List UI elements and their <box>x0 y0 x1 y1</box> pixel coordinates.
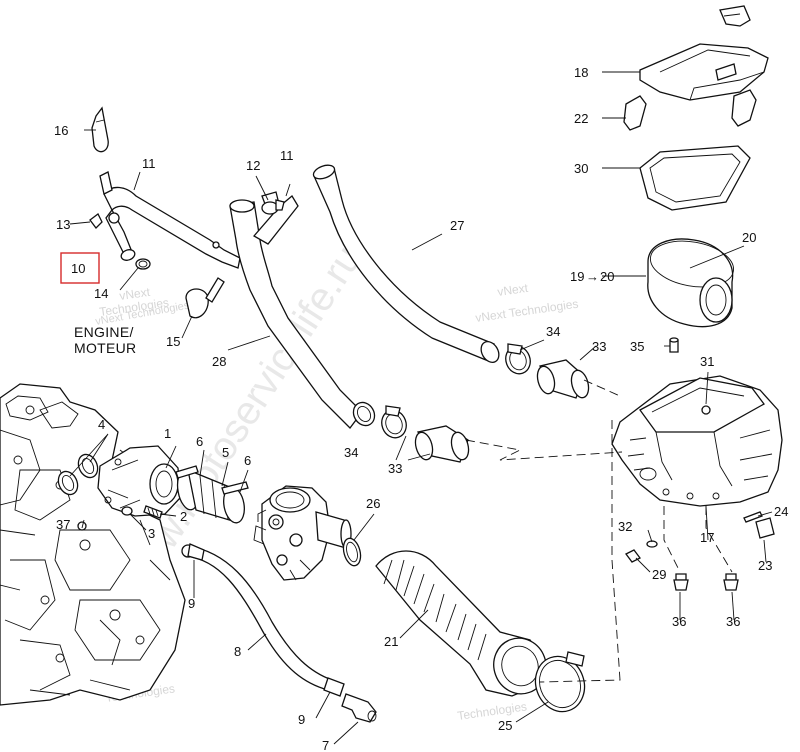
callout-32: 32 <box>618 519 632 534</box>
callout-1: 1 <box>164 426 171 441</box>
callout-33-bottom: 33 <box>388 461 402 476</box>
connectors-33 <box>414 359 590 463</box>
callout-17: 17 <box>700 530 714 545</box>
watermark-vendor-9: Technologies <box>456 699 527 723</box>
pin-and-grommet <box>743 511 775 539</box>
engine-label-line2: MOTEUR <box>74 340 136 356</box>
callout-25: 25 <box>498 718 512 733</box>
callout-37: 37 <box>56 517 70 532</box>
callout-9-bottom: 9 <box>298 712 305 727</box>
callout-12: 12 <box>246 158 260 173</box>
airbox <box>611 375 783 507</box>
clamp-12 <box>261 199 285 215</box>
watermark-vendor-4: vNext <box>496 281 529 299</box>
bolt-and-washer <box>121 505 163 519</box>
carburetor <box>253 485 352 581</box>
callout-4: 4 <box>98 417 105 432</box>
callout-19: 19 <box>570 269 584 284</box>
callout-20-bottom: 20 <box>600 269 614 284</box>
callout-31: 31 <box>700 354 714 369</box>
callout-6-left: 6 <box>196 434 203 449</box>
tie-strap-15 <box>185 277 225 319</box>
callout-16: 16 <box>54 123 68 138</box>
callout-24: 24 <box>774 504 788 519</box>
intake-o-rings <box>57 453 99 531</box>
callout-labels: 18 22 30 20 19 → 20 35 31 33 34 27 11 12… <box>54 65 788 752</box>
plug-35 <box>669 337 679 353</box>
engine-label-line1: ENGINE/ <box>74 324 134 340</box>
vent-tube <box>99 171 241 269</box>
callout-19-arrow: → <box>586 269 599 284</box>
callout-9-left: 9 <box>188 596 195 611</box>
callout-35: 35 <box>630 339 644 354</box>
clamps-34 <box>381 343 531 439</box>
intake-adapter <box>97 445 181 517</box>
callout-11-left: 11 <box>142 156 156 171</box>
callout-36-right: 36 <box>726 614 740 629</box>
callout-21: 21 <box>384 634 398 649</box>
filter-gasket <box>639 145 751 211</box>
long-hose <box>312 164 500 363</box>
callout-23: 23 <box>758 558 772 573</box>
carburetor-boot <box>175 465 249 524</box>
callout-2: 2 <box>180 509 187 524</box>
callout-11-right: 11 <box>280 148 294 163</box>
y-pipe <box>229 191 376 429</box>
callout-7: 7 <box>322 738 329 752</box>
callout-26: 26 <box>366 496 380 511</box>
callout-10: 10 <box>71 261 85 276</box>
filter-clips <box>623 89 757 131</box>
callout-34-top: 34 <box>546 324 560 339</box>
callout-15: 15 <box>166 334 180 349</box>
callout-33-top: 33 <box>592 339 606 354</box>
filter-element <box>647 238 734 328</box>
callout-5: 5 <box>222 445 229 460</box>
fasteners <box>625 540 739 591</box>
drain-hose <box>181 543 377 723</box>
callout-29: 29 <box>652 567 666 582</box>
filter-cover <box>639 5 769 101</box>
leader-lines <box>69 71 773 745</box>
callout-6-right: 6 <box>244 453 251 468</box>
callout-28: 28 <box>212 354 226 369</box>
callout-34-bottom: 34 <box>344 445 358 460</box>
small-clamp-14 <box>135 258 151 270</box>
callout-13: 13 <box>56 217 70 232</box>
callout-3: 3 <box>148 526 155 541</box>
callout-36-left: 36 <box>672 614 686 629</box>
callout-8: 8 <box>234 644 241 659</box>
callout-18: 18 <box>574 65 588 80</box>
engine-block <box>0 383 186 706</box>
callout-30: 30 <box>574 161 588 176</box>
large-clamp <box>534 651 586 713</box>
callout-14: 14 <box>94 286 108 301</box>
callout-27: 27 <box>450 218 464 233</box>
intake-bellows <box>342 537 547 697</box>
small-cap <box>89 212 120 229</box>
watermark-vendor-5: vNext Technologies <box>474 297 579 325</box>
highlight-box-10 <box>60 252 100 284</box>
callout-22: 22 <box>574 111 588 126</box>
tie-strap-top <box>91 106 109 153</box>
watermark-vendor-1: vNext <box>118 285 151 303</box>
callout-20-top: 20 <box>742 230 756 245</box>
